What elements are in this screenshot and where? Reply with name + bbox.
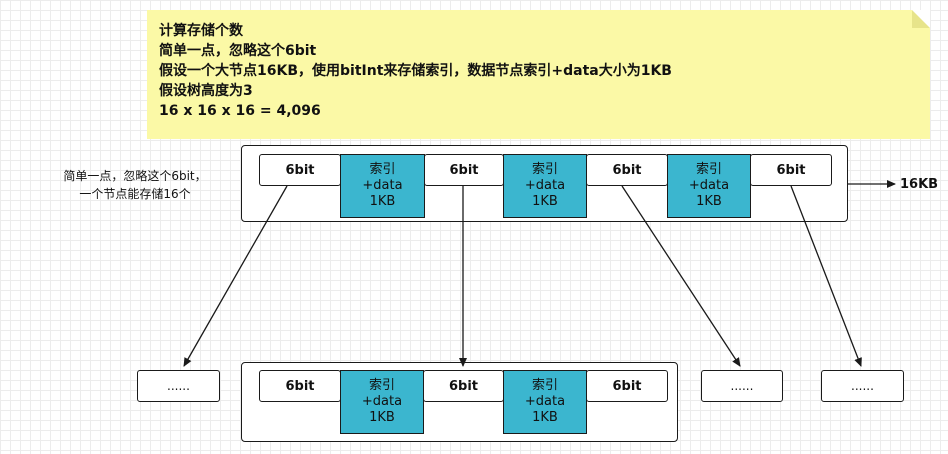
index-label: 索引 (368, 378, 395, 393)
side-annotation: 简单一点，忽略这个6bit， 一个节点能存储16个 (30, 167, 240, 203)
child-index-1: 索引 +data 1KB (340, 370, 424, 434)
data-label: +data (362, 178, 403, 193)
side-annotation-line1: 简单一点，忽略这个6bit， (63, 169, 207, 183)
arrow-pointer1-to-left (183, 185, 288, 367)
root-pointer-2: 6bit (424, 154, 504, 186)
child-pointer-3: 6bit (586, 370, 668, 402)
note-line-height: 假设树高度为3 (159, 83, 253, 99)
size-label: 1KB (369, 194, 396, 209)
size-label: 1KB (696, 194, 722, 209)
child-pointer-1: 6bit (259, 370, 341, 402)
index-label: 索引 (531, 162, 558, 177)
note-line-assumption: 假设一个大节点16KB，使用bitInt来存储索引，数据节点索引+data大小为… (159, 63, 672, 79)
data-label: +data (688, 178, 730, 193)
root-index-1: 索引 +data 1KB (340, 154, 425, 218)
root-index-2: 索引 +data 1KB (503, 154, 587, 218)
node-size-label: 16KB (900, 177, 939, 192)
data-label: +data (524, 178, 566, 193)
data-label: +data (361, 394, 403, 409)
index-label: 索引 (531, 378, 558, 393)
child-index-2: 索引 +data 1KB (503, 370, 587, 434)
root-pointer-4: 6bit (750, 154, 832, 186)
note-title: 计算存储个数 (159, 23, 243, 39)
data-label: +data (524, 394, 566, 409)
side-annotation-line2: 一个节点能存储16个 (79, 187, 191, 201)
index-label: 索引 (369, 162, 396, 177)
child-node-right-2: ...... (821, 370, 904, 402)
note-line-formula: 16 x 16 x 16 = 4,096 (159, 103, 321, 119)
note-line-simplify: 简单一点，忽略这个6bit (159, 43, 317, 59)
note-fold-corner (912, 10, 930, 28)
child-pointer-2: 6bit (423, 370, 504, 402)
child-node-left: ...... (137, 370, 220, 402)
root-pointer-3: 6bit (586, 154, 668, 186)
root-index-3: 索引 +data 1KB (667, 154, 751, 218)
root-pointer-1: 6bit (259, 154, 341, 186)
child-node-right-1: ...... (701, 370, 783, 402)
index-label: 索引 (695, 162, 722, 177)
size-label: 1KB (532, 194, 558, 209)
size-label: 1KB (369, 410, 395, 425)
sticky-note: 计算存储个数 简单一点，忽略这个6bit 假设一个大节点16KB，使用bitIn… (147, 10, 930, 139)
arrow-pointer4-to-right2 (790, 185, 862, 367)
size-label: 1KB (532, 410, 558, 425)
arrow-pointer3-to-right1 (621, 185, 741, 367)
